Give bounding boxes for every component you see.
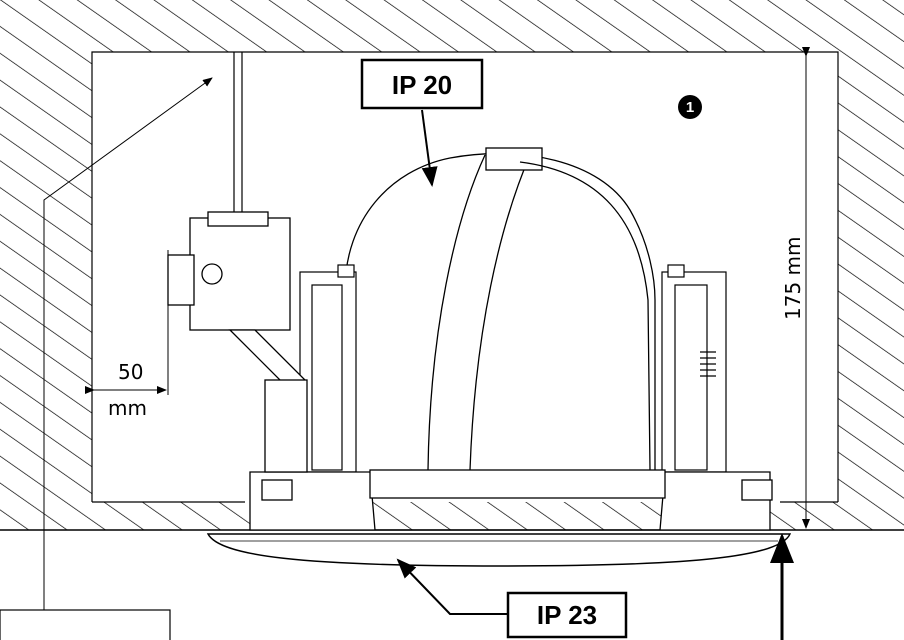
callout-box [0,609,171,640]
speaker-baffle [249,469,773,531]
right-clamp [741,479,773,501]
cable-leader-line [43,77,213,610]
junction-box [167,211,308,473]
speaker-enclosure [344,147,656,476]
dome-top-bracket [485,147,543,171]
right-bracket-cap [667,264,685,278]
ceiling-hatch [0,0,904,530]
offset-value-label: 50 [118,360,143,384]
ip20-box [360,58,484,110]
ip23-box [506,591,628,639]
ip20-label: IP 20 [392,70,452,100]
right-bracket-inner [674,284,708,471]
dome-inner-seam [519,161,651,471]
spring-clip [700,351,716,377]
left-bracket-cap [337,264,355,278]
ip20-pointer [421,109,438,187]
ip23-callout: IP 23 [396,558,628,639]
ceiling-cavity-outline [91,51,839,502]
baffle-rim [369,469,666,499]
badge-number: 1 [686,99,694,116]
ip23-label: IP 23 [537,600,597,630]
cable [233,52,243,212]
dome-strap-left [427,154,486,471]
left-bracket-inner [311,284,343,471]
height-dimension-label: 175 mm [781,237,805,321]
junction-box-post [264,379,308,473]
ip23-pointer [396,558,508,615]
junction-box-screw [201,263,223,285]
callout-badge: 1 [678,95,702,119]
junction-box-lid [207,211,269,227]
speaker-grille [206,533,792,567]
offset-unit-label: mm [108,396,147,420]
left-clamp [261,479,293,501]
offset-dimension: 50 mm [85,250,169,420]
junction-box-terminal [167,254,195,306]
height-dimension: 175 mm [781,47,810,529]
ip20-callout: IP 20 [360,58,484,187]
dome-strap-right [469,154,531,471]
speaker-side-brackets [299,264,727,473]
